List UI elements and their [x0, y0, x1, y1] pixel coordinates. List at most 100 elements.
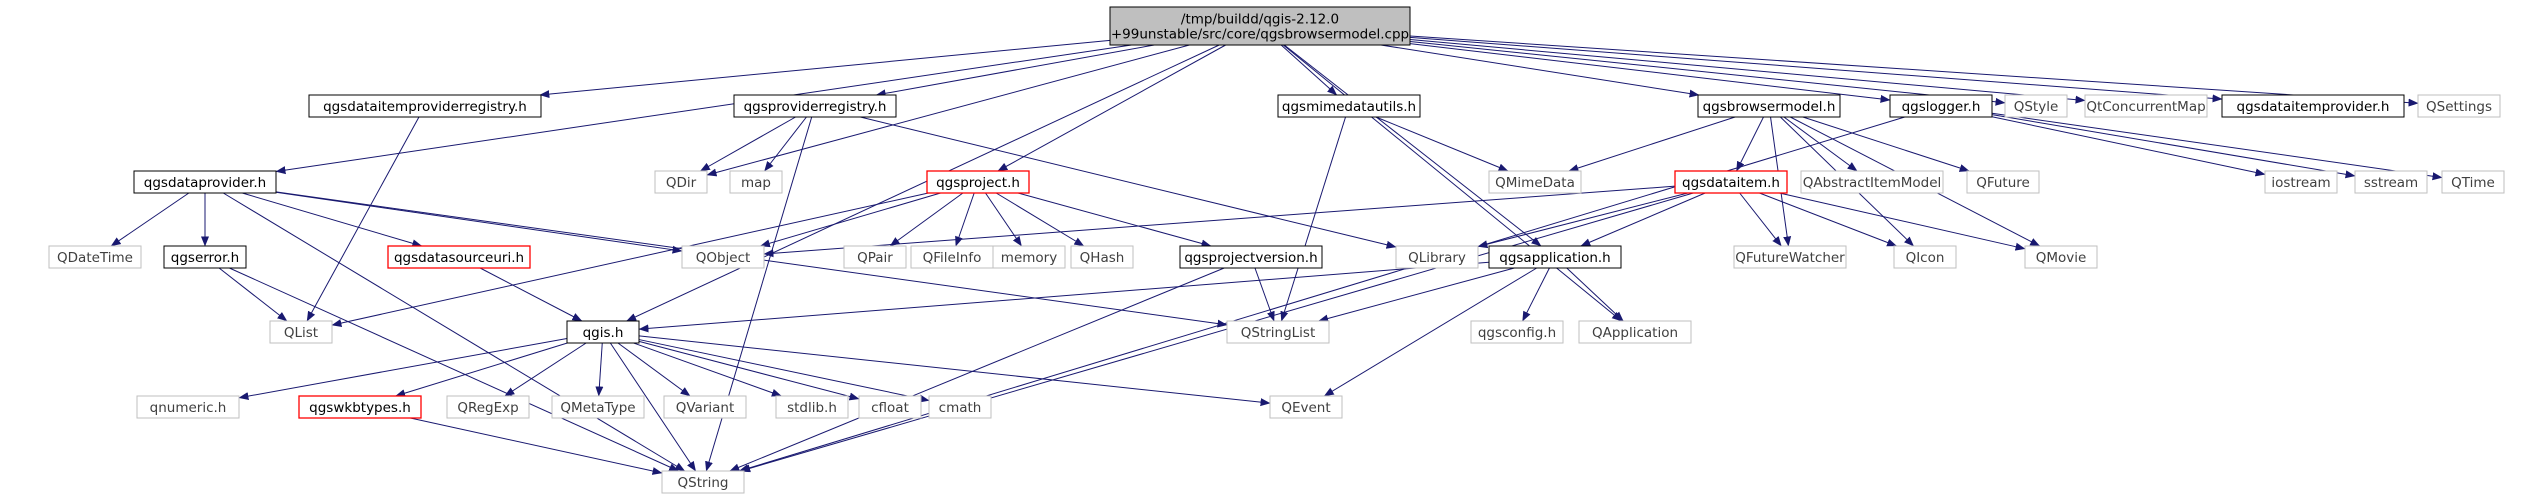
node-label: QString [678, 475, 729, 491]
node-label: qgsapplication.h [1499, 250, 1611, 266]
node-iostream: iostream [2264, 170, 2338, 194]
node-qgis[interactable]: qgis.h [566, 320, 640, 344]
node-QRegExp: QRegExp [446, 395, 530, 419]
node-box [926, 170, 1030, 194]
node-label: stdlib.h [787, 400, 837, 416]
node-error[interactable]: qgserror.h [163, 245, 247, 269]
node-label: QAbstractItemModel [1803, 175, 1942, 191]
node-label: memory [1001, 250, 1057, 266]
node-QtConcurrentMap: QtConcurrentMap [2084, 94, 2208, 118]
node-label: qgsprojectversion.h [1184, 250, 1317, 266]
edge-application-to-config [1522, 267, 1550, 322]
node-QAbstractItemModel: QAbstractItemModel [1800, 170, 1944, 194]
node-dataitem[interactable]: qgsdataitem.h [1674, 170, 1788, 194]
edge-mimedatautils-to-QStringList [1280, 116, 1347, 322]
edge-browsermodel_h-to-QMimeData [1568, 116, 1736, 172]
node-label: QLibrary [1408, 250, 1466, 266]
node-box [733, 94, 897, 118]
node-box [1697, 94, 1841, 118]
node-logger[interactable]: qgslogger.h [1889, 94, 1993, 118]
node-QStyle: QStyle [2004, 94, 2068, 118]
node-label: +99unstable/src/core/qgsbrowsermodel.cpp [1111, 27, 1409, 43]
node-label: /tmp/buildd/qgis-2.12.0 [1181, 12, 1339, 28]
node-box [2084, 94, 2208, 118]
node-root[interactable]: /tmp/buildd/qgis-2.12.0+99unstable/src/c… [1109, 6, 1411, 46]
node-label: QApplication [1592, 325, 1678, 341]
node-box [1109, 6, 1411, 46]
edge-dataitem-to-QMovie [1779, 192, 2026, 251]
node-dataitemproviderregistry[interactable]: qgsdataitemproviderregistry.h [308, 94, 542, 118]
node-projectversion[interactable]: qgsprojectversion.h [1179, 245, 1323, 269]
node-QFileInfo: QFileInfo [910, 245, 994, 269]
edge-providerregistry-to-QLibrary [860, 116, 1397, 249]
edge-browsermodel_h-to-dataitem [1736, 116, 1764, 172]
node-box [1179, 245, 1323, 269]
edge-root-to-dataitemprovider [1409, 36, 2223, 103]
edge-project-to-QFileInfo [955, 192, 975, 247]
node-datasourceuri[interactable]: qgsdatasourceuri.h [387, 245, 531, 269]
edge-dataitem-to-QFutureWatcher [1739, 192, 1782, 247]
edge-root-to-dataitemproviderregistry [539, 39, 1111, 99]
node-label: QDateTime [57, 250, 133, 266]
node-mimedatautils[interactable]: qgsmimedatautils.h [1277, 94, 1421, 118]
node-label: QFuture [1976, 175, 2030, 191]
node-box [1889, 94, 1993, 118]
node-QMimeData: QMimeData [1488, 170, 1582, 194]
edge-root-to-providerregistry [875, 44, 1155, 98]
node-qnumeric: qnumeric.h [136, 395, 240, 419]
node-dataprovider[interactable]: qgsdataprovider.h [133, 170, 277, 194]
edge-dataitem-to-QString [740, 192, 1694, 473]
edge-projectversion-to-QStringList [1254, 267, 1275, 322]
edge-dataprovider-to-datasourceuri [242, 192, 423, 248]
edge-datasourceuri-to-qgis [479, 267, 583, 322]
edge-root-to-dataprovider [275, 44, 1132, 175]
edge-dataitem-to-application [1580, 192, 1706, 247]
edge-browsermodel_h-to-QAbstractItemModel [1783, 116, 1858, 172]
node-label: qgsmimedatautils.h [1282, 99, 1416, 115]
node-label: QList [284, 325, 318, 341]
node-memory: memory [992, 245, 1066, 269]
edge-wkbtypes-to-QString [410, 417, 663, 475]
edge-dataprovider-to-QDateTime [110, 192, 190, 247]
edge-root-to-QStyle [1409, 40, 2006, 106]
edge-error-to-QList [218, 267, 288, 322]
node-box [133, 170, 277, 194]
node-label: QVariant [676, 400, 735, 416]
edge-logger-to-sstream [1991, 114, 2356, 179]
edge-dataprovider-to-QObject [275, 191, 683, 254]
node-box [729, 170, 783, 194]
node-stdlib: stdlib.h [775, 395, 849, 419]
node-layer: /tmp/buildd/qgis-2.12.0+99unstable/src/c… [48, 6, 2505, 494]
edge-project-to-QObject [759, 192, 941, 248]
node-label: QPair [857, 250, 893, 266]
node-label: QRegExp [457, 400, 518, 416]
node-box [843, 245, 907, 269]
node-config: qgsconfig.h [1470, 320, 1564, 344]
node-application[interactable]: qgsapplication.h [1488, 245, 1622, 269]
edge-qgis-to-QRegExp [504, 342, 587, 397]
node-browsermodel_h[interactable]: qgsbrowsermodel.h [1697, 94, 1841, 118]
node-dataitemprovider[interactable]: qgsdataitemprovider.h [2221, 94, 2405, 118]
node-QHash: QHash [1070, 245, 1134, 269]
node-box [1966, 170, 2040, 194]
node-box [2221, 94, 2405, 118]
node-project[interactable]: qgsproject.h [926, 170, 1030, 194]
node-box [136, 395, 240, 419]
node-label: sstream [2364, 175, 2418, 191]
edge-project-to-projectversion [1017, 192, 1212, 248]
node-box [1893, 245, 1957, 269]
node-box [1674, 170, 1788, 194]
node-QObject: QObject [681, 245, 765, 269]
edge-project-to-memory [985, 192, 1022, 247]
node-providerregistry[interactable]: qgsproviderregistry.h [733, 94, 897, 118]
node-label: cmath [939, 400, 982, 416]
node-box [681, 245, 765, 269]
node-QMovie: QMovie [2024, 245, 2098, 269]
node-QMetaType: QMetaType [551, 395, 645, 419]
node-map: map [729, 170, 783, 194]
node-QFuture: QFuture [1966, 170, 2040, 194]
node-wkbtypes[interactable]: qgswkbtypes.h [298, 395, 422, 419]
node-box [387, 245, 531, 269]
edge-error-to-QString [229, 267, 680, 472]
